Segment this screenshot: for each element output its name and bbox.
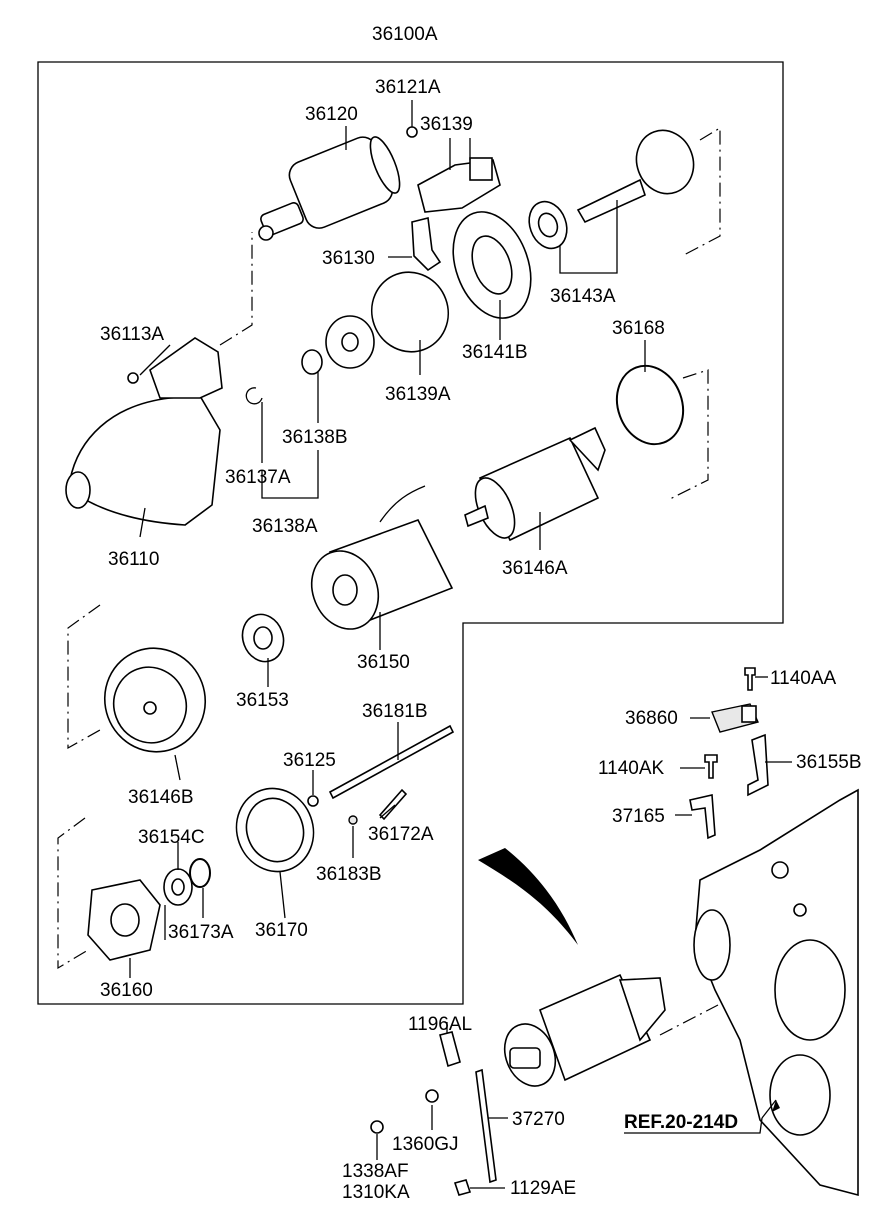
- bolt-1129AE: [453, 1179, 472, 1196]
- guide-line: [681, 126, 721, 257]
- label-36125: 36125: [283, 750, 336, 771]
- nut-36121A: [406, 126, 418, 138]
- rear-end-frame: [103, 647, 207, 753]
- nut-1338AF: [370, 1120, 384, 1134]
- label-36172A: 36172A: [368, 824, 434, 845]
- label-36160: 36160: [100, 980, 153, 1001]
- yoke-assembly: [310, 485, 454, 630]
- label-37165: 37165: [612, 806, 665, 827]
- front-housing: [65, 337, 223, 526]
- terminal-plate: [417, 157, 501, 213]
- engine-bore: [769, 1054, 831, 1136]
- label-1196AL: 1196AL: [408, 1014, 472, 1035]
- label-36141B: 36141B: [462, 342, 528, 363]
- label-36183B: 36183B: [316, 864, 382, 885]
- label-assembly: 36100A: [372, 24, 438, 45]
- through-bolt: [328, 724, 455, 800]
- label-36143A: 36143A: [550, 286, 616, 307]
- label-36181B: 36181B: [362, 701, 428, 722]
- washer-36113A: [127, 372, 139, 384]
- label-37270: 37270: [512, 1109, 565, 1130]
- engine-bore: [693, 909, 731, 981]
- direction-arrow: [478, 848, 578, 945]
- o-ring: [615, 364, 685, 446]
- assembly-frame: [37, 61, 784, 1005]
- label-36150: 36150: [357, 652, 410, 673]
- label-1129AE: 1129AE: [510, 1178, 576, 1199]
- leader-lines: [129, 100, 792, 1189]
- bolt-1196AL: [439, 1031, 461, 1068]
- guide-line: [659, 1004, 719, 1036]
- pinion-shaft: [528, 129, 695, 250]
- label-36130: 36130: [322, 248, 375, 269]
- label-36113A: 36113A: [100, 324, 164, 345]
- reference-underline: [624, 1117, 763, 1134]
- snap-ring: [245, 387, 263, 405]
- label-36139A: 36139A: [385, 384, 451, 405]
- label-36138B: 36138B: [282, 427, 348, 448]
- bolt-1140AA: [744, 667, 756, 691]
- label-36120: 36120: [305, 104, 358, 125]
- relay-36860: [711, 703, 759, 733]
- bracket-plate: [452, 211, 532, 319]
- label-36146A: 36146A: [502, 558, 568, 579]
- bolt-1140AK: [704, 754, 718, 779]
- bracket-37165: [689, 794, 716, 840]
- label-36154C: 36154C: [138, 827, 205, 848]
- overrunning-clutch: [325, 271, 450, 369]
- label-36121A: 36121A: [375, 77, 441, 98]
- engine-bolt: [793, 903, 807, 917]
- bracket-36155B: [747, 733, 769, 797]
- label-1310KA: 1310KA: [342, 1182, 410, 1203]
- label-36110: 36110: [108, 549, 159, 570]
- bearing-36154C: [163, 868, 193, 906]
- reference-label: REF.20-214D: [624, 1112, 738, 1133]
- guide-line: [667, 369, 709, 501]
- label-36168: 36168: [612, 318, 665, 339]
- label-1140AA: 1140AA: [770, 668, 837, 689]
- label-36146B: 36146B: [128, 787, 194, 808]
- washer-1360GJ: [425, 1089, 439, 1103]
- label-36153: 36153: [236, 690, 289, 711]
- label-36860: 36860: [625, 708, 678, 729]
- label-36137A: 36137A: [225, 467, 291, 488]
- guide-line: [67, 604, 101, 750]
- label-36170: 36170: [255, 920, 308, 941]
- armature: [464, 426, 606, 542]
- rear-cover: [235, 787, 315, 873]
- guide-line: [57, 817, 89, 970]
- bearing-36153: [241, 613, 285, 663]
- reference-arrowhead: [772, 1100, 780, 1112]
- engine-bore: [774, 939, 846, 1041]
- label-1140AK: 1140AK: [598, 758, 665, 779]
- washer-36125: [307, 795, 319, 807]
- guide-line: [219, 232, 253, 346]
- label-36138A: 36138A: [252, 516, 318, 537]
- label-36155B: 36155B: [796, 752, 862, 773]
- seal-ring: [189, 858, 211, 888]
- label-36173A: 36173A: [168, 922, 234, 943]
- label-1338AF: 1338AF: [342, 1161, 409, 1182]
- shift-lever: [411, 217, 442, 272]
- stop-collar: [301, 349, 323, 375]
- nut-36183B: [348, 815, 358, 825]
- engine-bolt: [771, 861, 789, 879]
- brush-holder: [87, 879, 161, 961]
- starter-motor-installed: [503, 973, 666, 1087]
- label-1360GJ: 1360GJ: [392, 1134, 459, 1155]
- label-36139: 36139: [420, 114, 473, 135]
- reference-arrow: [761, 1099, 777, 1119]
- ground-cable: [475, 1068, 497, 1184]
- solenoid-part: [258, 136, 401, 241]
